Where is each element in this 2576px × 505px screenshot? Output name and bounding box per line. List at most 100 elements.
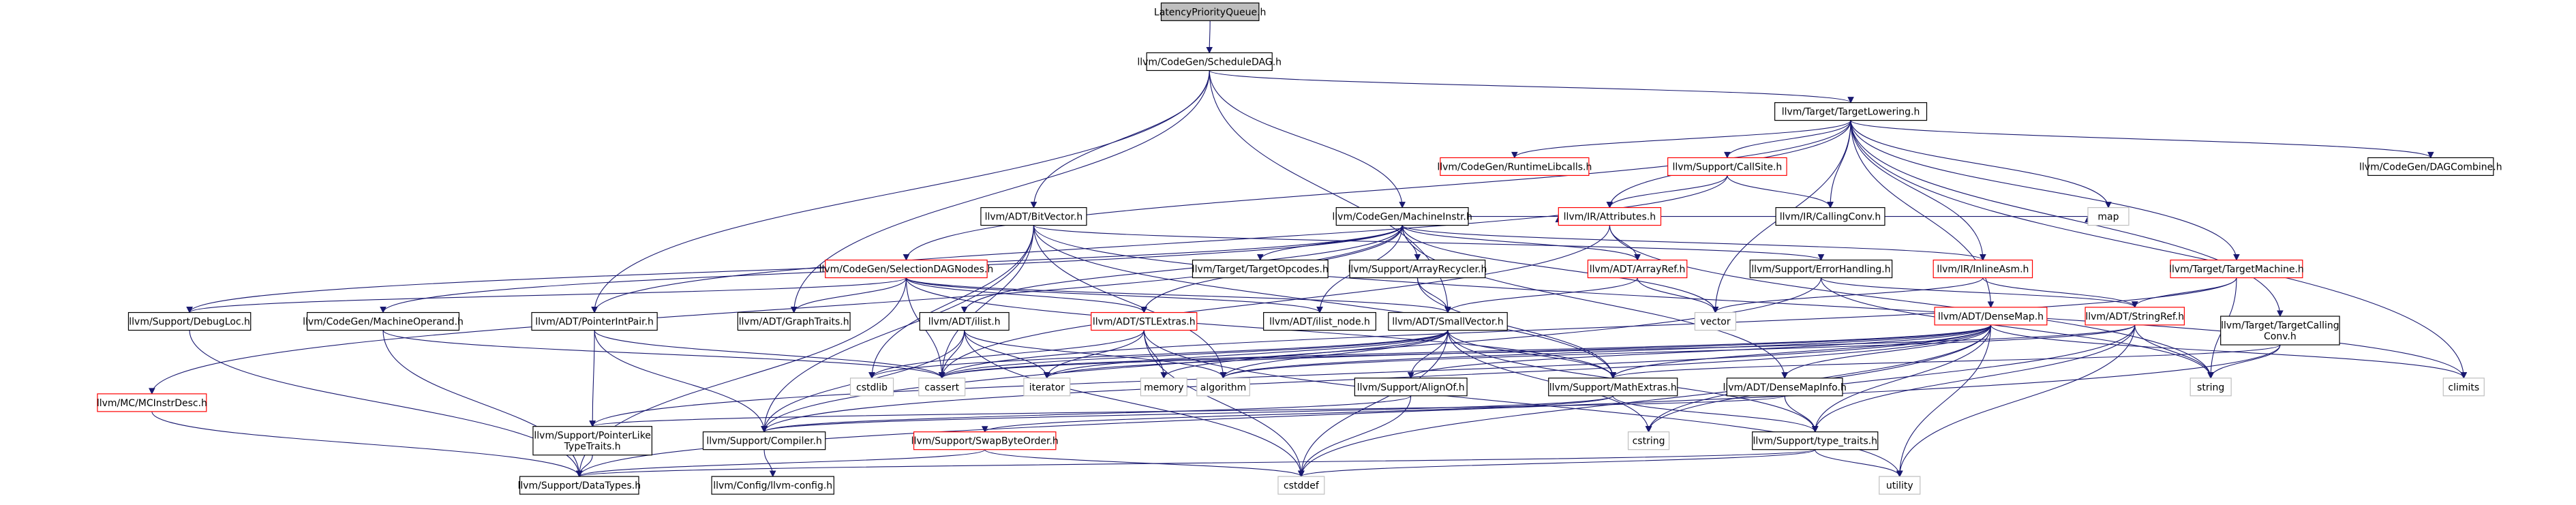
- edge-targetlowering-to-targetmachine: [1850, 120, 2240, 261]
- edge-selectiondagnodes-to-graphtraits: [790, 277, 907, 313]
- edge-mathextras-to-swapbyteorder: [981, 395, 1613, 433]
- node-arrayref[interactable]: llvm/ADT/ArrayRef.h: [1587, 259, 1688, 279]
- node-box: [1146, 52, 1273, 72]
- node-machineinstr[interactable]: llvm/CodeGen/MachineInstr.h: [1332, 206, 1472, 226]
- node-box: [127, 311, 252, 331]
- node-mcinstrdesc[interactable]: llvm/MC/MCInstrDesc.h: [97, 393, 207, 412]
- edge-type-traits-to-cstddef: [1298, 449, 1816, 478]
- node-callingconv[interactable]: llvm/IR/CallingConv.h: [1775, 206, 1885, 226]
- node-box: [1879, 476, 1921, 495]
- node-box: [1277, 476, 1325, 495]
- node-targetmachine[interactable]: llvm/Target/TargetMachine.h: [2169, 259, 2304, 279]
- node-stlextras[interactable]: llvm/ADT/STLExtras.h: [1091, 311, 1198, 331]
- node-label: map: [2097, 212, 2119, 223]
- edge-densemap-to-utility: [1896, 324, 1992, 478]
- node-box: [97, 393, 207, 412]
- node-type-traits[interactable]: llvm/Support/type_traits.h: [1752, 431, 1879, 450]
- node-swapbyteorder[interactable]: llvm/Support/SwapByteOrder.h: [911, 431, 1059, 450]
- node-label: llvm/Support/MathExtras.h: [1549, 382, 1677, 393]
- edge-mathextras-to-compiler: [761, 395, 1613, 433]
- node-callsite[interactable]: llvm/Support/CallSite.h: [1667, 157, 1787, 177]
- node-label: llvm/MC/MCInstrDesc.h: [97, 398, 207, 409]
- edge-densemapinfo-to-pointerliketypetraits: [589, 395, 1785, 427]
- node-box: [1440, 157, 1590, 177]
- node-cassert: cassert: [918, 378, 966, 397]
- node-box: [980, 206, 1087, 226]
- node-label: llvm/CodeGen/RuntimeLibcalls.h: [1437, 162, 1592, 172]
- node-box: [1354, 378, 1468, 397]
- node-ilist[interactable]: llvm/ADT/ilist.h: [919, 311, 1010, 331]
- node-inlineasm[interactable]: llvm/IR/InlineAsm.h: [1933, 259, 2033, 279]
- node-box: [1694, 311, 1737, 331]
- node-label: llvm/ADT/STLExtras.h: [1093, 317, 1196, 328]
- node-compiler[interactable]: llvm/Support/Compiler.h: [702, 431, 826, 450]
- node-datatypes[interactable]: llvm/Support/DataTypes.h: [517, 476, 641, 495]
- node-runtimelibcalls[interactable]: llvm/CodeGen/RuntimeLibcalls.h: [1437, 157, 1592, 177]
- node-label: string: [2197, 382, 2224, 393]
- edge-selectiondagnodes-to-ilist-node: [905, 277, 1323, 313]
- edge-targetmachine-to-stringref: [2131, 277, 2237, 308]
- node-selectiondagnodes[interactable]: llvm/CodeGen/SelectionDAGNodes.h: [819, 259, 994, 279]
- edge-scheduledag-to-targetlowering: [1209, 70, 1854, 104]
- edge-selectiondagnodes-to-stlextras: [905, 277, 1148, 313]
- node-label: climits: [2448, 382, 2479, 393]
- node-debugloc[interactable]: llvm/Support/DebugLoc.h: [127, 311, 252, 331]
- node-stringref[interactable]: llvm/ADT/StringRef.h: [2085, 307, 2185, 326]
- node-box: [737, 311, 851, 331]
- node-densemapinfo[interactable]: llvm/ADT/DenseMapInfo.h: [1723, 378, 1847, 397]
- node-graphtraits[interactable]: llvm/ADT/GraphTraits.h: [737, 311, 851, 331]
- node-dagcombine[interactable]: llvm/CodeGen/DAGCombine.h: [2359, 157, 2502, 177]
- edge-smallvector-to-cstdlib: [868, 330, 1449, 379]
- node-densemap[interactable]: llvm/ADT/DenseMap.h: [1934, 307, 2048, 326]
- edge-inlineasm-to-stringref: [1982, 277, 2138, 308]
- edge-debugloc-to-datatypes: [189, 330, 583, 478]
- node-cstddef: cstddef: [1277, 476, 1325, 495]
- node-scheduledag[interactable]: llvm/CodeGen/ScheduleDAG.h: [1137, 52, 1282, 72]
- node-box: [2087, 206, 2130, 226]
- edge-stringref-to-cstring: [1645, 324, 2136, 433]
- edge-targetlowering-to-selectiondagnodes: [903, 120, 1851, 261]
- node-alignof[interactable]: llvm/Support/AlignOf.h: [1354, 378, 1468, 397]
- node-targetopcodes[interactable]: llvm/Target/TargetOpcodes.h: [1192, 259, 1329, 279]
- node-box: [2189, 378, 2232, 397]
- edge-pointerintpair-to-pointerliketypetraits: [589, 330, 596, 427]
- node-box: [2085, 307, 2185, 326]
- node-label: llvm/Support/AlignOf.h: [1357, 382, 1465, 393]
- node-label: Conv.h: [2264, 331, 2297, 342]
- node-latencypriorityqueue[interactable]: LatencyPriorityQueue.h: [1154, 2, 1266, 21]
- node-label: llvm/Support/ErrorHandling.h: [1751, 264, 1890, 275]
- node-mathextras[interactable]: llvm/Support/MathExtras.h: [1548, 378, 1678, 397]
- node-llvm-config[interactable]: llvm/Config/llvm-config.h: [711, 476, 834, 495]
- node-box: [1749, 259, 1893, 279]
- edge-type-traits-to-datatypes: [575, 449, 1816, 478]
- edge-callsite-to-callingconv: [1727, 175, 1834, 209]
- edge-inlineasm-to-vector: [1712, 277, 1984, 313]
- edge-stlextras-to-iterator: [1044, 330, 1145, 379]
- node-label: memory: [1144, 382, 1184, 393]
- edge-targetlowering-to-callsite: [1724, 120, 1851, 159]
- node-box: [2170, 259, 2303, 279]
- node-pointerintpair[interactable]: llvm/ADT/PointerIntPair.h: [531, 311, 658, 331]
- node-label: llvm/ADT/SmallVector.h: [1392, 317, 1504, 328]
- edge-machineinstr-to-inlineasm: [1401, 225, 1986, 261]
- node-bitvector[interactable]: llvm/ADT/BitVector.h: [980, 206, 1087, 226]
- node-arrayrecycler[interactable]: llvm/Support/ArrayRecycler.h: [1348, 259, 1487, 279]
- node-label: llvm/ADT/ilist.h: [928, 317, 1001, 328]
- node-errorhandling[interactable]: llvm/Support/ErrorHandling.h: [1749, 259, 1893, 279]
- node-ilist-node[interactable]: llvm/ADT/ilist_node.h: [1263, 311, 1376, 331]
- edge-stringref-to-string: [2134, 324, 2214, 379]
- node-label: llvm/Support/type_traits.h: [1753, 436, 1877, 447]
- node-box: [1140, 378, 1187, 397]
- node-smallvector[interactable]: llvm/ADT/SmallVector.h: [1388, 311, 1508, 331]
- edge-machineoperand-to-cassert: [382, 330, 945, 379]
- node-targetlowering[interactable]: llvm/Target/TargetLowering.h: [1774, 102, 1928, 121]
- edge-machineinstr-to-targetopcodes: [1256, 225, 1403, 261]
- node-machineoperand[interactable]: llvm/CodeGen/MachineOperand.h: [303, 311, 464, 331]
- node-attributes[interactable]: llvm/IR/Attributes.h: [1558, 206, 1662, 226]
- node-algorithm: algorithm: [1196, 378, 1250, 397]
- node-label: llvm/Support/DataTypes.h: [517, 480, 641, 491]
- edge-targetlowering-to-dagcombine: [1850, 120, 2434, 159]
